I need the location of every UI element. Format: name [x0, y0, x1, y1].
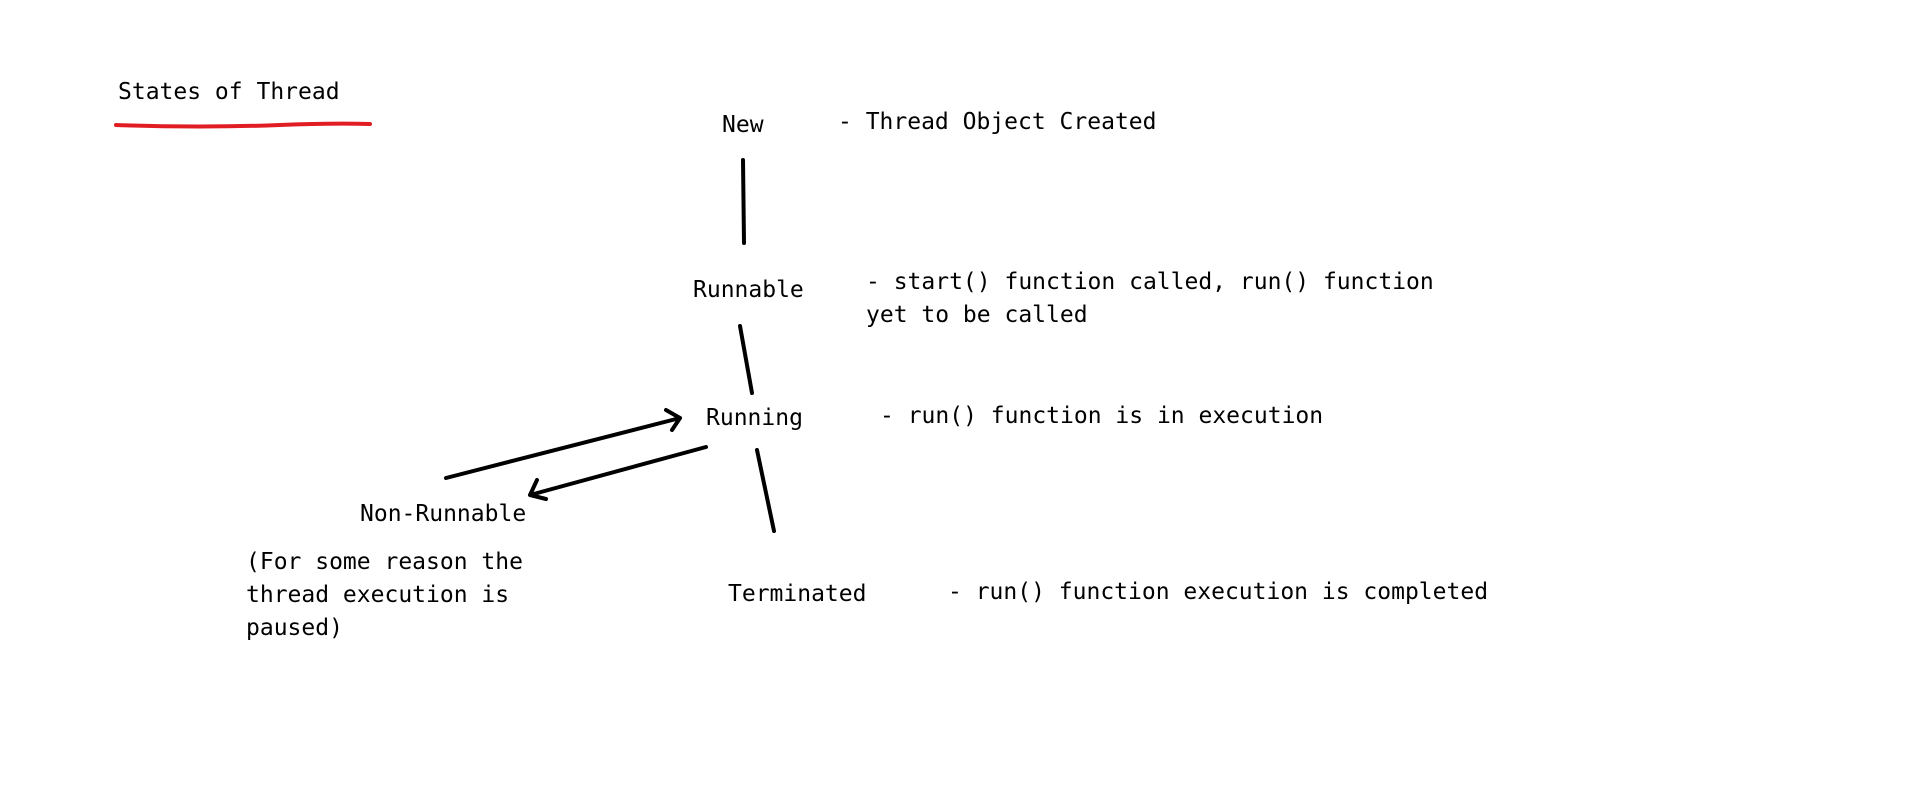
connector-runnable-running — [738, 324, 754, 395]
state-runnable-description: - start() function called, run() functio… — [866, 269, 1434, 328]
arrow-to-running — [444, 408, 682, 480]
state-non-runnable-description: (For some reason the thread execution is… — [246, 549, 523, 641]
state-running: Running — [706, 405, 803, 431]
state-non-runnable: Non-Runnable — [360, 501, 527, 527]
arrow-to-non-runnable — [528, 445, 708, 501]
state-terminated: Terminated — [728, 581, 867, 607]
state-terminated-description: - run() function execution is completed — [948, 579, 1489, 605]
connector-new-runnable — [741, 158, 746, 245]
title-underline — [114, 121, 372, 129]
connector-running-terminated — [755, 448, 776, 533]
state-new: New — [722, 112, 764, 138]
diagram-title: States of Thread — [118, 79, 340, 105]
state-runnable: Runnable — [693, 277, 804, 303]
state-new-description: - Thread Object Created — [838, 109, 1157, 135]
state-running-description: - run() function is in execution — [880, 403, 1324, 429]
